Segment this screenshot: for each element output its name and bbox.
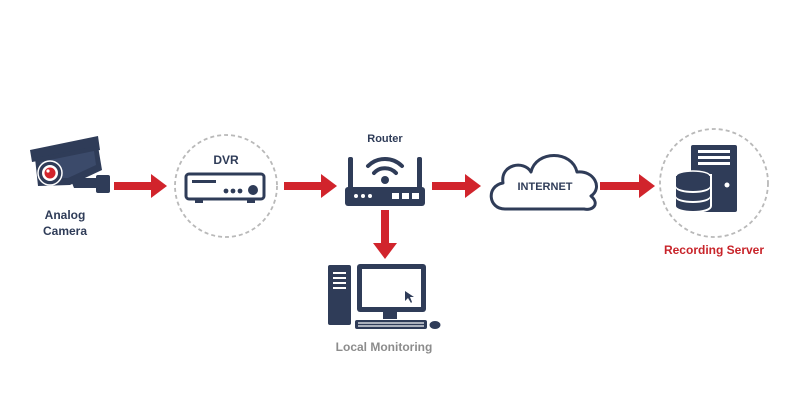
camera-label: Analog Camera — [22, 207, 108, 239]
server-label: Recording Server — [663, 243, 765, 257]
router-label: Router — [367, 133, 403, 145]
arrow-internet-to-server — [600, 174, 655, 198]
desktop-computer-icon — [328, 264, 441, 329]
server-database-icon — [674, 145, 737, 213]
monitoring-label: Local Monitoring — [335, 340, 433, 354]
camera-label-line1: Analog — [44, 208, 86, 222]
security-camera-icon — [30, 136, 110, 193]
arrow-camera-to-dvr — [114, 174, 167, 198]
internet-label: INTERNET — [517, 181, 573, 193]
server-circle — [659, 128, 769, 238]
dvr-label: DVR — [213, 153, 239, 167]
wifi-router-icon — [345, 156, 425, 206]
arrow-dvr-to-router — [284, 174, 337, 198]
dvr-circle — [174, 134, 278, 238]
camera-label-line2: Camera — [42, 224, 88, 238]
dvr-icon — [184, 172, 266, 203]
cloud-icon — [489, 154, 598, 211]
arrow-router-to-internet — [432, 174, 481, 198]
arrow-router-to-monitoring — [373, 210, 397, 259]
